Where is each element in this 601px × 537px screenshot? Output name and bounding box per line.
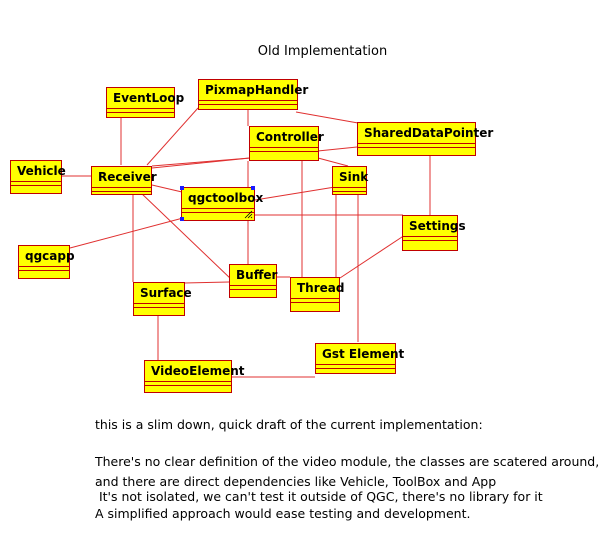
link-receiver-qgctoolbox — [151, 184, 183, 193]
link-qgctoolbox-sink — [254, 186, 336, 201]
class-sink[interactable]: Sink — [332, 166, 369, 195]
selection-handle[interactable] — [180, 217, 184, 221]
class-name: Surface — [140, 286, 192, 300]
class-eventloop[interactable]: EventLoop — [106, 87, 185, 118]
class-name: VideoElement — [151, 364, 245, 378]
note-line: A simplified approach would ease testing… — [95, 506, 471, 521]
class-name: Vehicle — [17, 164, 66, 178]
class-name: qgctoolbox — [188, 191, 264, 205]
class-name: Receiver — [98, 170, 157, 184]
class-receiver[interactable]: Receiver — [91, 166, 157, 195]
class-shareddatapointer[interactable]: SharedDataPointer — [357, 122, 494, 156]
class-name: SharedDataPointer — [364, 126, 494, 140]
class-name: Settings — [409, 219, 466, 233]
note-line: this is a slim down, quick draft of the … — [95, 417, 483, 432]
link-settings-thread — [339, 234, 406, 279]
note-line: It's not isolated, we can't test it outs… — [95, 489, 543, 504]
class-controller[interactable]: Controller — [249, 126, 324, 161]
link-surface-buffer — [183, 281, 230, 284]
class-name: Buffer — [236, 268, 278, 282]
class-gstelement[interactable]: Gst Element — [315, 343, 405, 374]
diagram-title: Old Implementation — [257, 44, 388, 59]
class-name: Thread — [297, 281, 345, 295]
link-pixmaphandler-shareddatapointer — [295, 111, 359, 124]
class-name: Gst Element — [322, 347, 405, 361]
class-name: Sink — [339, 170, 369, 184]
link-pixmaphandler-receiver — [146, 107, 199, 166]
link-receiver-buffer — [139, 191, 233, 281]
class-name: EventLoop — [113, 91, 185, 105]
class-pixmaphandler[interactable]: PixmapHandler — [198, 79, 309, 110]
link-controller-sink — [317, 157, 349, 167]
class-thread[interactable]: Thread — [290, 277, 345, 312]
class-qgctoolbox[interactable]: qgctoolbox — [181, 187, 264, 221]
selection-handle[interactable] — [180, 186, 184, 190]
class-name: PixmapHandler — [205, 83, 309, 97]
note-line: and there are direct dependencies like V… — [95, 474, 497, 489]
class-videoelement[interactable]: VideoElement — [144, 360, 245, 393]
class-vehicle[interactable]: Vehicle — [10, 160, 66, 194]
selection-handle[interactable] — [251, 186, 255, 190]
note-line: There's no clear definition of the video… — [95, 454, 600, 469]
class-name: qgcapp — [25, 249, 75, 263]
class-settings[interactable]: Settings — [402, 215, 466, 251]
class-qgcapp[interactable]: qgcapp — [18, 245, 75, 279]
link-qgcapp-qgctoolbox — [69, 217, 184, 249]
class-surface[interactable]: Surface — [133, 282, 192, 316]
class-name: Controller — [256, 130, 324, 144]
resize-grip-icon[interactable] — [243, 209, 253, 219]
class-buffer[interactable]: Buffer — [229, 264, 277, 298]
